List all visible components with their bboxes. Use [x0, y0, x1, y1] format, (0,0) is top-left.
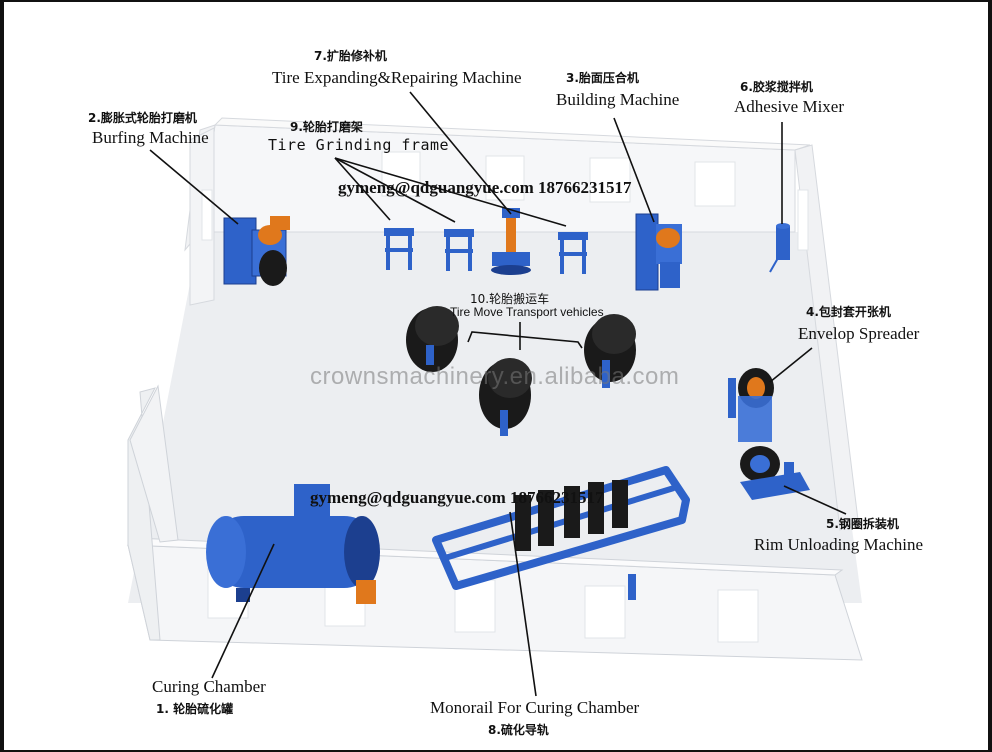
label-adhesive-cn: 6.胶浆搅拌机: [740, 80, 813, 94]
leader-buffing: [149, 149, 239, 225]
label-buffing-en: Burfing Machine: [92, 128, 209, 147]
leader-curing: [211, 543, 275, 679]
label-rim-en: Rim Unloading Machine: [754, 535, 924, 554]
label-envelope-cn: 4.包封套开张机: [806, 305, 891, 319]
tire-transport-left: [406, 306, 459, 372]
left-window: [201, 189, 213, 241]
leader-monorail: [509, 511, 537, 697]
back-wall-top: [213, 117, 811, 151]
label-adhesive-en: Adhesive Mixer: [734, 97, 845, 116]
leader-transport-bracket: [467, 331, 583, 349]
leader-rim: [783, 485, 847, 515]
frame-left: [0, 0, 4, 752]
rim-unloading-machine: [740, 446, 810, 500]
contact-bottom: gymeng@qdguangyue.com 18766231517: [310, 488, 604, 507]
leader-envelope: [769, 347, 813, 383]
buffing-machine: [223, 216, 290, 286]
grinding-frame: [558, 232, 588, 274]
leader-grinding-2: [334, 157, 456, 223]
right-window: [797, 189, 809, 251]
contact-top: gymeng@qdguangyue.com 18766231517: [338, 178, 632, 197]
label-monorail-en: Monorail For Curing Chamber: [430, 698, 640, 717]
envelope-spreader: [728, 368, 774, 442]
label-envelope-en: Envelop Spreader: [798, 324, 920, 343]
left-lower-wall: [129, 384, 179, 543]
label-rim-cn: 5.钢圈拆装机: [826, 517, 899, 531]
label-transport-en: Tire Move Transport vehicles: [450, 305, 604, 319]
building-machine: [635, 213, 682, 291]
label-grinding-en: Tire Grinding frame: [268, 136, 450, 154]
label-curing-cn: 1. 轮胎硫化罐: [156, 702, 234, 716]
frame-right: [988, 0, 992, 752]
back-window: [381, 151, 421, 197]
front-window: [717, 589, 759, 643]
label-curing-en: Curing Chamber: [152, 677, 266, 696]
watermark: crownsmachinery.en.alibaba.com: [310, 363, 680, 390]
grinding-frame: [444, 229, 474, 271]
label-expanding-cn: 7.扩胎修补机: [314, 49, 387, 63]
leader-lines: [149, 91, 847, 697]
label-building-en: Building Machine: [556, 90, 680, 109]
leader-grinding-3: [334, 157, 567, 227]
right-wall: [794, 144, 859, 531]
label-buffing-cn: 2.膨胀式轮胎打磨机: [88, 111, 197, 125]
grinding-frame: [384, 228, 414, 270]
label-expanding-en: Tire Expanding&Repairing Machine: [272, 68, 522, 87]
adhesive-mixer: [769, 223, 790, 273]
label-transport-cn: 10.轮胎搬运车: [470, 292, 550, 306]
back-window: [589, 157, 631, 203]
tire-transport-middle: [479, 358, 532, 436]
label-monorail-cn: 8.硫化导轨: [488, 723, 549, 737]
monorail: [432, 466, 690, 600]
leader-expanding: [409, 91, 512, 215]
label-building-cn: 3.胎面压合机: [566, 71, 639, 85]
label-grinding-cn: 9.轮胎打磨架: [290, 120, 363, 134]
tire-transport-right: [584, 314, 636, 388]
leader-grinding-1: [334, 157, 391, 221]
back-window: [694, 161, 736, 207]
curing-chamber: [206, 484, 380, 604]
frame-top: [0, 0, 992, 2]
leader-building: [613, 117, 655, 223]
front-window: [584, 585, 626, 639]
frame-bottom: [0, 750, 992, 752]
front-window: [454, 579, 496, 633]
